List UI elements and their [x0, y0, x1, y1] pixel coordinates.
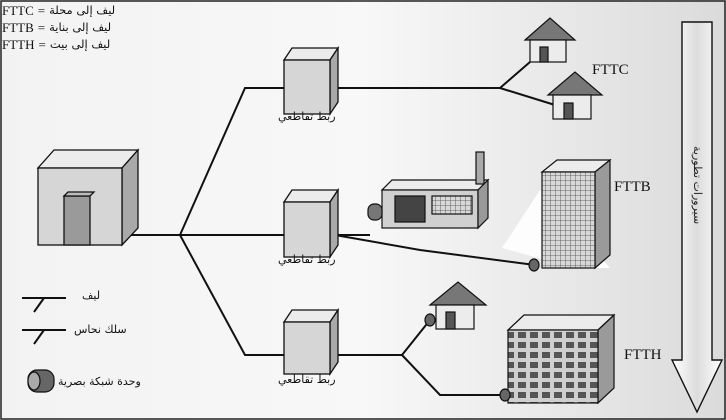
tall-building [502, 158, 612, 272]
cabinet-bottom [282, 307, 340, 377]
legend-fiber-glyph [22, 297, 66, 313]
cabinet-top [282, 45, 340, 117]
legend-row-fttc: FTTC = ليف إلى محلة [2, 2, 115, 19]
ftth-label: FTTH [624, 347, 662, 363]
legend-abbreviations: FTTC = ليف إلى محلة FTTB = ليف إلى بناية… [2, 2, 115, 53]
legend-onu-glyph [27, 369, 55, 393]
legend-abbr: FTTB [2, 20, 34, 35]
cabinet-middle-label: ربط تقاطعي [278, 253, 336, 266]
legend-row-ftth: FTTH = ليف إلى بيت [2, 36, 115, 53]
house-icon-fttc-2 [546, 71, 604, 120]
legend-fiber-label: ليف [82, 289, 101, 302]
legend-arabic: ليف إلى بيت [49, 37, 111, 51]
fttb-label: FTTB [614, 179, 651, 195]
legend-equals: = [38, 37, 46, 52]
legend-abbr: FTTH [2, 37, 35, 52]
factory-building [367, 151, 490, 230]
connection-lines [130, 61, 556, 396]
central-office-building [36, 148, 140, 247]
legend-arabic: ليف إلى محلة [49, 3, 116, 17]
legend-copper-glyph [22, 329, 66, 345]
house-icon-ftth [424, 281, 488, 330]
fttc-label: FTTC [592, 62, 629, 78]
legend-onu-label: وحدة شبكة بصرية [58, 375, 141, 388]
legend-abbr: FTTC [2, 3, 34, 18]
cabinet-top-label: ربط تقاطعي [278, 110, 336, 123]
legend-copper-label: سلك نحاس [74, 323, 127, 336]
cabinet-bottom-label: ربط تقاطعي [278, 373, 336, 386]
evolution-arrow-label: سيرورات تطورية [691, 145, 704, 225]
legend-equals: = [37, 20, 46, 35]
legend-equals: = [37, 3, 46, 18]
house-icon-fttc-1 [523, 17, 577, 63]
legend-arabic: ليف إلى بناية [49, 20, 112, 34]
apartment-block [499, 313, 616, 405]
legend-row-fttb: FTTB = ليف إلى بناية [2, 19, 115, 36]
cabinet-middle [282, 187, 340, 260]
evolution-arrow [670, 21, 724, 414]
